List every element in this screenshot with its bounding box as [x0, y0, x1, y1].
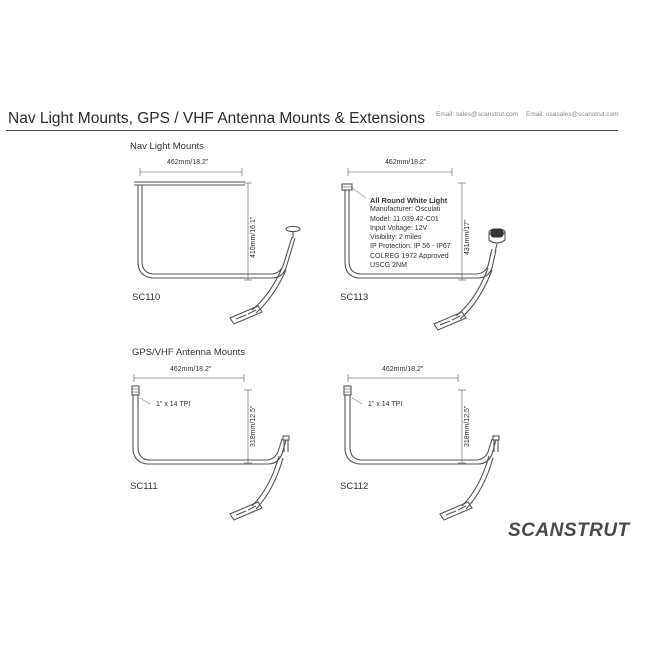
spec-line: IP Protection: IP 56 - IP67 — [370, 243, 451, 251]
page-title: Nav Light Mounts, GPS / VHF Antenna Moun… — [8, 110, 425, 127]
spec-line: Input Voltage: 12V — [370, 224, 428, 232]
sc110-width-label: 462mm/18.2" — [167, 159, 209, 166]
sc113-width-label: 462mm/18.2" — [385, 159, 427, 166]
sc110-code: SC110 — [132, 292, 161, 303]
sc112-drawing — [343, 374, 500, 521]
sc111-width-label: 462mm/18.2" — [170, 366, 212, 373]
sales-email[interactable]: Email: sales@scanstrut.com — [436, 111, 519, 118]
header-divider — [6, 130, 618, 131]
section-gps-vhf-mounts: GPS/VHF Antenna Mounts — [132, 347, 246, 358]
sc110-drawing — [134, 168, 301, 325]
scanstrut-logo: SCANSTRUT — [508, 520, 630, 541]
usa-sales-email[interactable]: Email: usasales@scanstrut.com — [526, 111, 619, 118]
all-round-light-spec: All Round White Light Manufacturer: Oscu… — [370, 196, 451, 270]
spec-heading: All Round White Light — [370, 196, 448, 205]
section-nav-light-mounts: Nav Light Mounts — [130, 141, 204, 152]
sc112-height-label: 318mm/12.5" — [464, 405, 471, 447]
spec-line: USCG 2NM — [370, 262, 407, 270]
sc110-height-label: 410mm/16.1" — [250, 216, 257, 258]
spec-line: COLREG 1972 Approved — [370, 252, 449, 260]
sc111-height-label: 318mm/12.5" — [250, 405, 257, 447]
sc111-drawing — [131, 374, 290, 521]
sc113-code: SC113 — [340, 292, 369, 303]
spec-line: Model: 11.039.42-C01 — [370, 215, 439, 223]
spec-line: Manufacturer: Osculati — [370, 206, 441, 214]
sc113-drawing — [341, 168, 506, 331]
sc111-code: SC111 — [130, 481, 158, 492]
sc112-thread-label: 1" x 14 TPI — [368, 401, 403, 408]
sc111-thread-label: 1" x 14 TPI — [156, 401, 191, 408]
sc112-code: SC112 — [340, 481, 369, 492]
sc113-height-label: 431mm/17" — [464, 219, 471, 255]
spec-line: Visibility: 2 miles — [370, 234, 422, 242]
sc112-width-label: 462mm/18.2" — [382, 366, 424, 373]
